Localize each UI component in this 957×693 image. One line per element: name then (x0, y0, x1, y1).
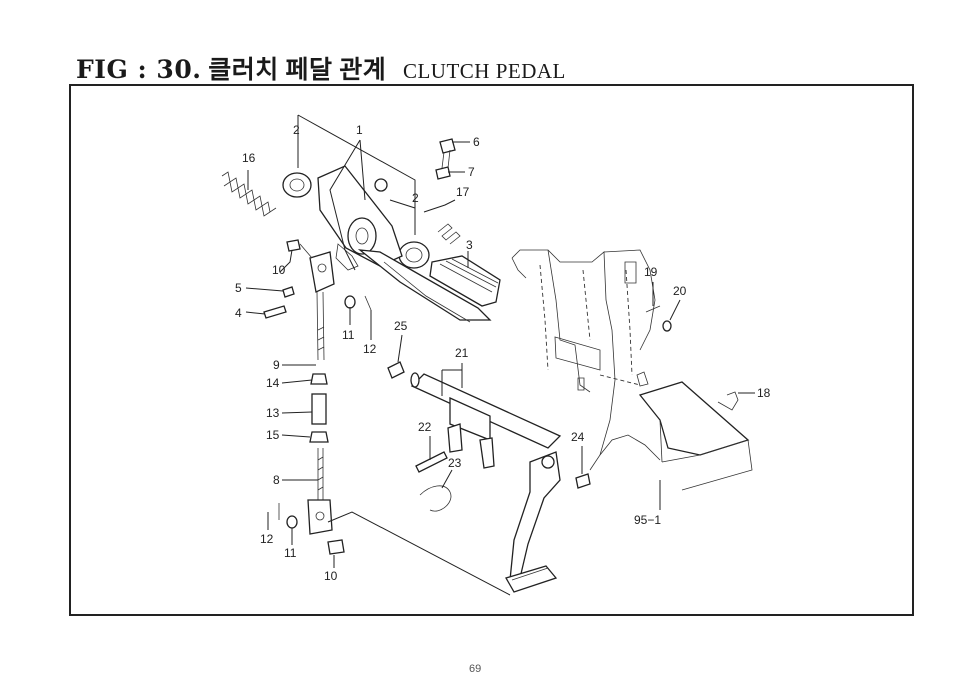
clevis-pin (282, 286, 295, 298)
turnbuckle (311, 393, 327, 425)
cross-shaft (410, 372, 562, 469)
callout-14: 14 (266, 376, 280, 390)
callout-5: 5 (235, 281, 242, 295)
callout-19: 19 (644, 265, 658, 279)
callout-16: 16 (242, 151, 256, 165)
clutch-pedal-lever (505, 451, 561, 593)
pedal-arm-assembly (317, 165, 492, 323)
pedal-pad (429, 255, 501, 307)
callout-3: 3 (466, 238, 473, 252)
callout-9: 9 (273, 358, 280, 372)
upper-clevis-rod (286, 239, 335, 361)
callout-12-lower: 12 (260, 532, 274, 546)
stop-bolt (435, 138, 456, 180)
callout-21: 21 (455, 346, 469, 360)
callout-13: 13 (266, 406, 280, 420)
key-pin (415, 451, 448, 473)
callout-18: 18 (757, 386, 771, 400)
callout-11-lower: 11 (284, 546, 297, 560)
bushing-upper (282, 172, 312, 198)
korean-title: 클러치 페달 관계 (208, 57, 387, 84)
washer-20 (662, 320, 672, 332)
callout-labels: 1 2 2 3 4 5 6 7 8 9 10 10 11 11 12 12 13… (235, 123, 771, 583)
lower-rod-clevis (278, 448, 345, 555)
callout-10-lower: 10 (324, 569, 338, 583)
pedal-bolt (575, 473, 591, 489)
rod-19 (645, 305, 661, 313)
page-number: 69 (469, 663, 482, 675)
clevis-bolt (263, 305, 287, 319)
callout-17: 17 (456, 185, 470, 199)
pin-18 (717, 391, 739, 411)
english-title: CLUTCH PEDAL (402, 59, 566, 83)
callout-4: 4 (235, 306, 242, 320)
callout-15: 15 (266, 428, 280, 442)
callout-1: 1 (356, 123, 363, 137)
washer-upper (344, 295, 356, 309)
callout-22: 22 (418, 420, 432, 434)
callout-10-upper: 10 (272, 263, 286, 277)
leader-lines (245, 114, 755, 596)
bushing-lower (398, 241, 430, 269)
small-spring (437, 223, 461, 245)
figure-number: FIG : 30. (76, 55, 202, 84)
floor-plate (638, 381, 753, 491)
spring-pin (419, 485, 452, 512)
callout-95-1: 95−1 (634, 513, 661, 527)
callout-25: 25 (394, 319, 408, 333)
lock-nut-lower (309, 431, 329, 443)
callout-24: 24 (571, 430, 585, 444)
callout-20: 20 (673, 284, 687, 298)
callout-8: 8 (273, 473, 280, 487)
callout-23: 23 (448, 456, 462, 470)
callout-12-upper: 12 (363, 342, 377, 356)
callout-11-upper: 11 (342, 328, 355, 342)
callout-7: 7 (468, 165, 475, 179)
split-pin-upper (364, 295, 372, 311)
grease-fitting (387, 361, 405, 379)
lock-nut-upper (310, 373, 328, 385)
figure-title: FIG : 30. 클러치 페달 관계 CLUTCH PEDAL (76, 50, 566, 86)
callout-2-lower: 2 (412, 191, 419, 205)
callout-6: 6 (473, 135, 480, 149)
return-spring (221, 171, 277, 217)
diagram-frame (69, 84, 914, 616)
callout-2-upper: 2 (293, 123, 300, 137)
